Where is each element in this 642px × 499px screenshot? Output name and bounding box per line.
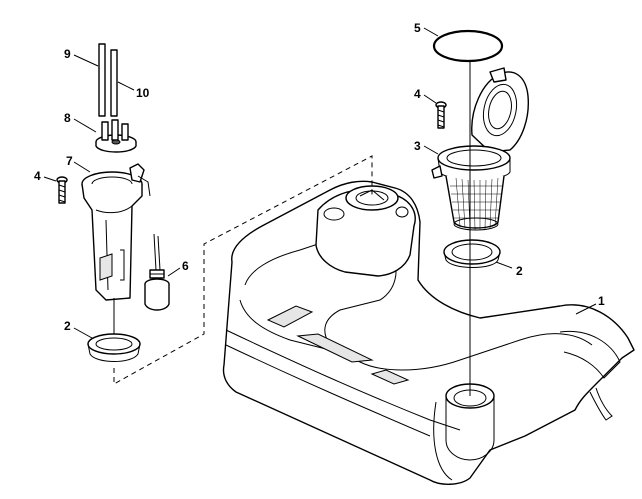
- callout-10: 10: [136, 86, 150, 100]
- callout-8: 8: [64, 111, 71, 125]
- callout-4-left: 4: [34, 169, 41, 183]
- screw-left: [43, 176, 68, 204]
- hose-fitting: [73, 118, 137, 153]
- tank-insert: [73, 161, 151, 301]
- callout-3: 3: [414, 139, 421, 153]
- fuel-hose-10: [110, 49, 135, 117]
- callout-9: 9: [64, 47, 71, 61]
- callout-2-left: 2: [64, 319, 71, 333]
- grommet-left: [73, 327, 141, 362]
- fuel-pickup-filter: [144, 233, 181, 311]
- grommet-right: [443, 239, 513, 269]
- filler-strainer-basket: [423, 67, 529, 231]
- callout-1: 1: [598, 294, 605, 308]
- o-ring: [423, 27, 504, 63]
- callout-6: 6: [182, 259, 189, 273]
- fuel-tank-housing: [222, 180, 635, 485]
- leader-1: [575, 303, 597, 315]
- fuel-hose-9: [73, 43, 106, 117]
- dashed-reference-line: [113, 155, 373, 385]
- callout-4-right: 4: [414, 87, 421, 101]
- callout-7: 7: [66, 154, 73, 168]
- callout-5: 5: [414, 21, 421, 35]
- screw-right: [423, 94, 447, 129]
- callout-2-right: 2: [516, 264, 523, 278]
